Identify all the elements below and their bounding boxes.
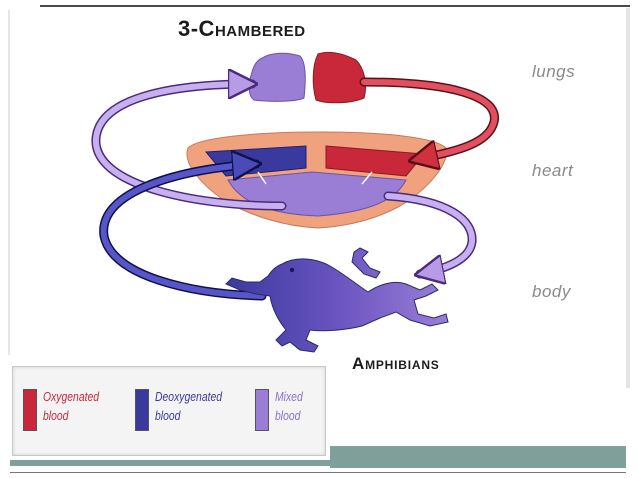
mixed-to-body-arrow bbox=[383, 191, 477, 274]
legend-item-mixed: Mixed blood bbox=[255, 385, 325, 435]
frog-icon bbox=[225, 247, 449, 353]
diagram-title: 3-Chambered bbox=[178, 16, 306, 41]
heart-icon bbox=[186, 131, 447, 229]
legend-item-oxygenated: Oxygenated blood bbox=[23, 385, 123, 435]
diagram-footer-title: Amphibians bbox=[352, 354, 440, 373]
slide-bottom-line bbox=[10, 472, 626, 473]
legend-label-line1: Oxygenated bbox=[43, 389, 100, 404]
legend-item-deoxygenated: Deoxygenated blood bbox=[135, 385, 245, 435]
blood-legend: Oxygenated blood Deoxygenated blood Mixe… bbox=[12, 366, 326, 456]
lungs-icon bbox=[248, 51, 367, 104]
ventricle-arrow-right bbox=[361, 171, 373, 185]
right-lung bbox=[312, 51, 367, 104]
legend-label-line2: blood bbox=[275, 408, 301, 423]
right-atrium bbox=[325, 145, 425, 177]
slide-top-border bbox=[40, 5, 630, 7]
legend-label-line1: Mixed bbox=[275, 389, 303, 404]
legend-label-line2: blood bbox=[43, 408, 69, 423]
legend-swatch-oxygenated bbox=[23, 389, 37, 431]
slide-right-edge bbox=[626, 8, 630, 388]
slide-left-border bbox=[8, 10, 10, 355]
mixed-to-lungs-arrow bbox=[91, 84, 287, 211]
legend-swatch-mixed bbox=[255, 389, 269, 431]
slide-footer-bar bbox=[330, 446, 626, 468]
label-body: body bbox=[532, 282, 571, 301]
label-heart: heart bbox=[532, 161, 574, 180]
frog-eye bbox=[289, 267, 295, 273]
oxygenated-to-heart-arrow bbox=[359, 77, 499, 160]
deoxygenated-to-heart-arrow bbox=[99, 164, 267, 301]
legend-label-line2: blood bbox=[155, 408, 181, 423]
slide-footer-bar-left bbox=[10, 460, 330, 466]
label-lungs: lungs bbox=[532, 62, 576, 81]
legend-label-line1: Deoxygenated bbox=[155, 389, 223, 404]
legend-swatch-deoxygenated bbox=[135, 389, 149, 431]
left-lung bbox=[248, 52, 306, 102]
